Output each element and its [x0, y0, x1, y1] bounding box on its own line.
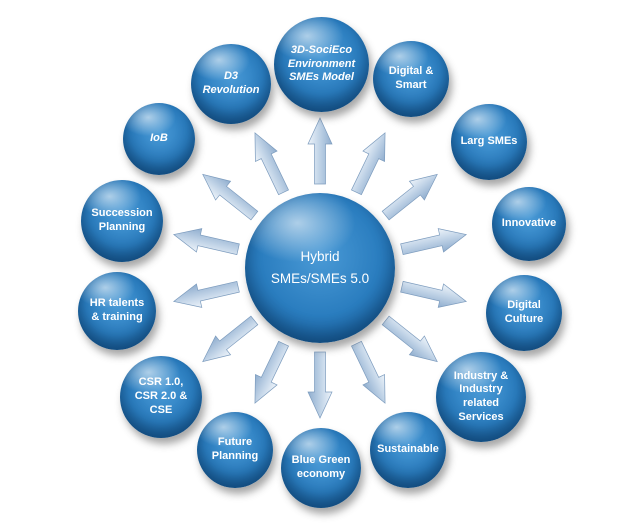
- outward-arrow: [194, 164, 263, 226]
- node-label: Innovative: [501, 217, 557, 230]
- node-3d-socieco-model: 3D-SociEco Environment SMEs Model: [274, 17, 369, 112]
- node-hr-talents-training: HR talents & training: [78, 272, 156, 350]
- outward-arrow: [345, 338, 397, 409]
- node-label: HR talents & training: [89, 297, 145, 323]
- node-label: 3D-SociEco Environment SMEs Model: [287, 43, 356, 84]
- node-label: Digital Culture: [504, 299, 544, 325]
- center-node-hybrid-smes: Hybrid SMEs/SMEs 5.0: [245, 193, 395, 343]
- outward-arrow: [398, 222, 470, 262]
- node-succession-planning: Succession Planning: [81, 180, 163, 262]
- outward-arrow: [398, 274, 470, 314]
- node-label: Future Planning: [211, 436, 259, 462]
- node-d3-revolution: D3 Revolution: [191, 44, 271, 124]
- node-blue-green-economy: Blue Green economy: [281, 428, 361, 508]
- outward-arrow: [307, 351, 333, 419]
- node-label: Industry & Industry related Services: [453, 369, 509, 423]
- node-industry-services: Industry & Industry related Services: [436, 352, 526, 442]
- node-sustainable: Sustainable: [370, 412, 446, 488]
- outward-arrow: [194, 310, 263, 372]
- node-label: Succession Planning: [91, 207, 153, 233]
- node-digital-smart: Digital & Smart: [373, 41, 449, 117]
- outward-arrow: [345, 127, 397, 198]
- outward-arrow: [170, 222, 242, 262]
- node-digital-culture: Digital Culture: [486, 275, 562, 351]
- outward-arrow: [243, 338, 295, 409]
- node-csr: CSR 1.0, CSR 2.0 & CSE: [120, 356, 202, 438]
- node-label: IoB: [150, 132, 168, 145]
- node-label: Sustainable: [377, 443, 439, 456]
- node-iob: IoB: [123, 103, 195, 175]
- outward-arrow: [170, 274, 242, 314]
- node-innovative: Innovative: [492, 187, 566, 261]
- node-label: Digital & Smart: [388, 65, 434, 91]
- outward-arrow: [307, 117, 333, 185]
- center-node-label: Hybrid SMEs/SMEs 5.0: [270, 249, 370, 286]
- node-label: Blue Green economy: [291, 454, 351, 480]
- node-future-planning: Future Planning: [197, 412, 273, 488]
- node-label: D3 Revolution: [202, 70, 260, 96]
- node-larg-smes: Larg SMEs: [451, 104, 527, 180]
- outward-arrow: [243, 127, 295, 198]
- node-label: Larg SMEs: [460, 135, 518, 148]
- outward-arrow: [377, 310, 446, 372]
- outward-arrow: [377, 164, 446, 226]
- node-label: CSR 1.0, CSR 2.0 & CSE: [134, 376, 188, 416]
